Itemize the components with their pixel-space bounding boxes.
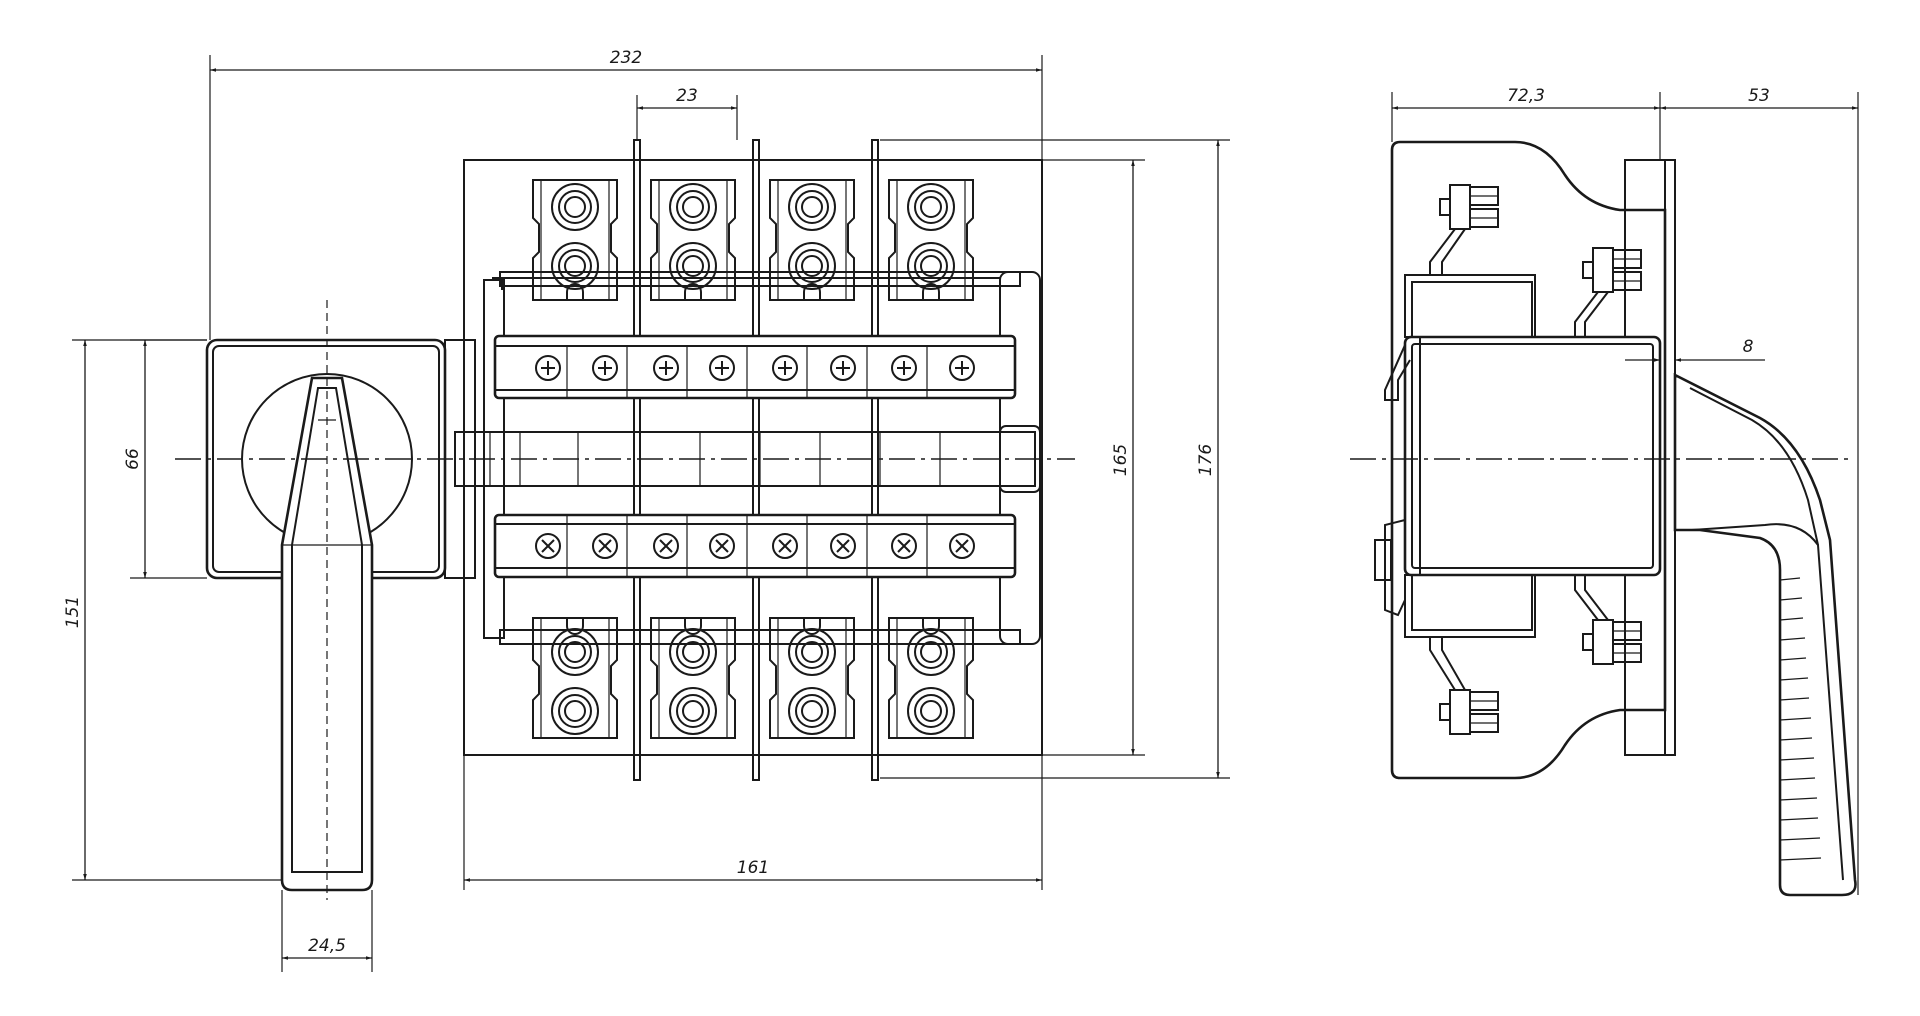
- dim-overall-width: 232: [610, 48, 642, 68]
- side-body: [1403, 335, 1662, 577]
- dim-handle-height: 151: [63, 596, 83, 628]
- front-view: [175, 139, 1075, 900]
- divider-strips: [633, 139, 879, 781]
- dim-handle-width: 24,5: [308, 936, 346, 956]
- dim-terminal-pitch: 23: [676, 86, 698, 106]
- dim-height-165: 165: [1111, 444, 1131, 476]
- dim-plate-width: 161: [737, 858, 769, 878]
- dim-side-handle: 53: [1748, 86, 1770, 106]
- front-dimensions: 232 23 165 176 161 151 66: [63, 48, 1230, 972]
- side-housing: [1390, 140, 1667, 780]
- dim-face-66: 66: [123, 448, 143, 470]
- dim-side-gap: 8: [1743, 337, 1754, 357]
- side-handle: [1673, 372, 1857, 897]
- side-dimensions: 72,3 53 8: [1391, 86, 1859, 895]
- side-view: [1350, 140, 1857, 897]
- dim-side-depth: 72,3: [1507, 86, 1545, 106]
- dim-height-176: 176: [1196, 444, 1216, 477]
- upper-screw-rail: [493, 334, 1017, 400]
- handle-lever: [280, 300, 374, 900]
- lower-screw-rail: [493, 513, 1017, 579]
